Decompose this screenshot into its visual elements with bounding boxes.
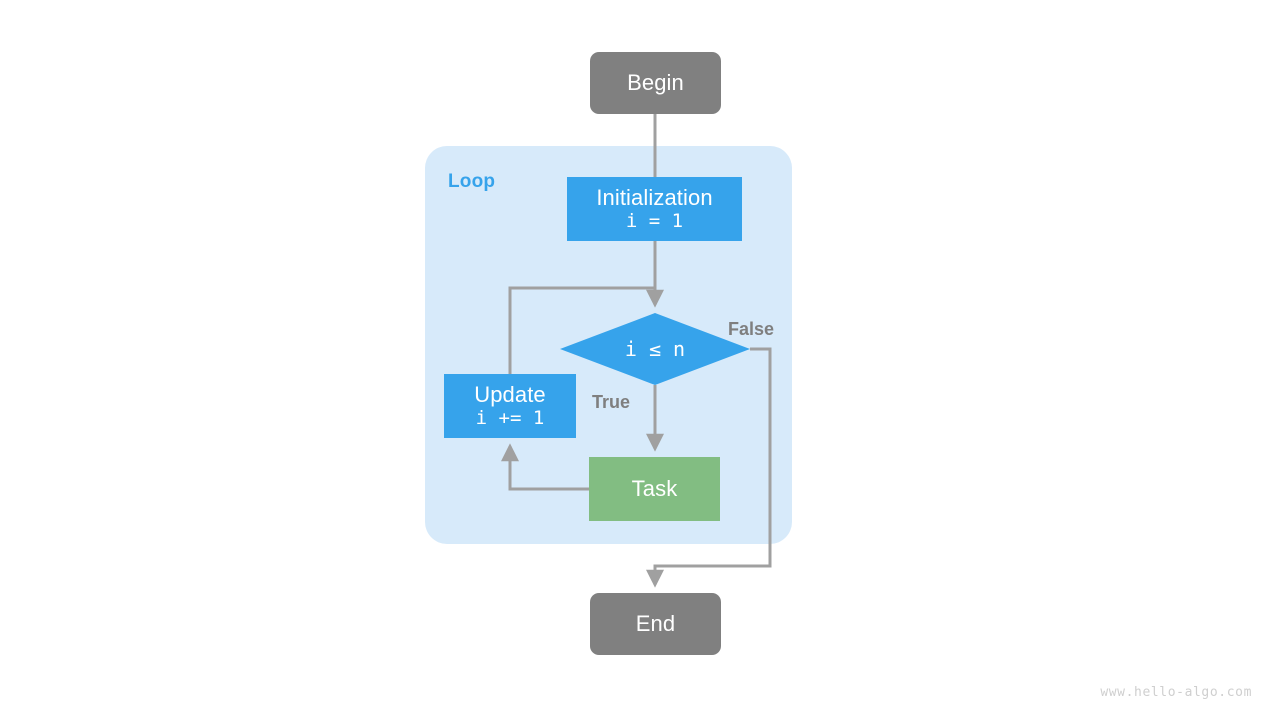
loop-container-label: Loop	[448, 171, 496, 192]
node-task-title: Task	[631, 475, 678, 501]
branch-label-false: False	[728, 319, 775, 339]
node-end[interactable]: End	[590, 593, 721, 655]
node-begin-title: Begin	[627, 69, 684, 95]
node-initialization-title: Initialization	[596, 184, 713, 210]
node-task[interactable]: Task	[589, 457, 720, 521]
node-decision-code: i ≤ n	[624, 336, 686, 361]
node-decision[interactable]: i ≤ n	[560, 313, 750, 385]
edge-decision-to-end	[646, 347, 772, 588]
edge-update-to-decision	[508, 286, 655, 374]
node-update-title: Update	[474, 381, 546, 407]
node-initialization[interactable]: Initialization i = 1	[567, 177, 742, 241]
edge-task-to-update	[501, 443, 589, 491]
node-end-title: End	[635, 610, 676, 636]
node-update-code: i += 1	[475, 407, 545, 430]
node-initialization-code: i = 1	[625, 210, 684, 233]
node-update[interactable]: Update i += 1	[444, 374, 576, 438]
watermark: www.hello-algo.com	[1100, 685, 1252, 700]
branch-label-true: True	[592, 392, 631, 412]
node-begin[interactable]: Begin	[590, 52, 721, 114]
